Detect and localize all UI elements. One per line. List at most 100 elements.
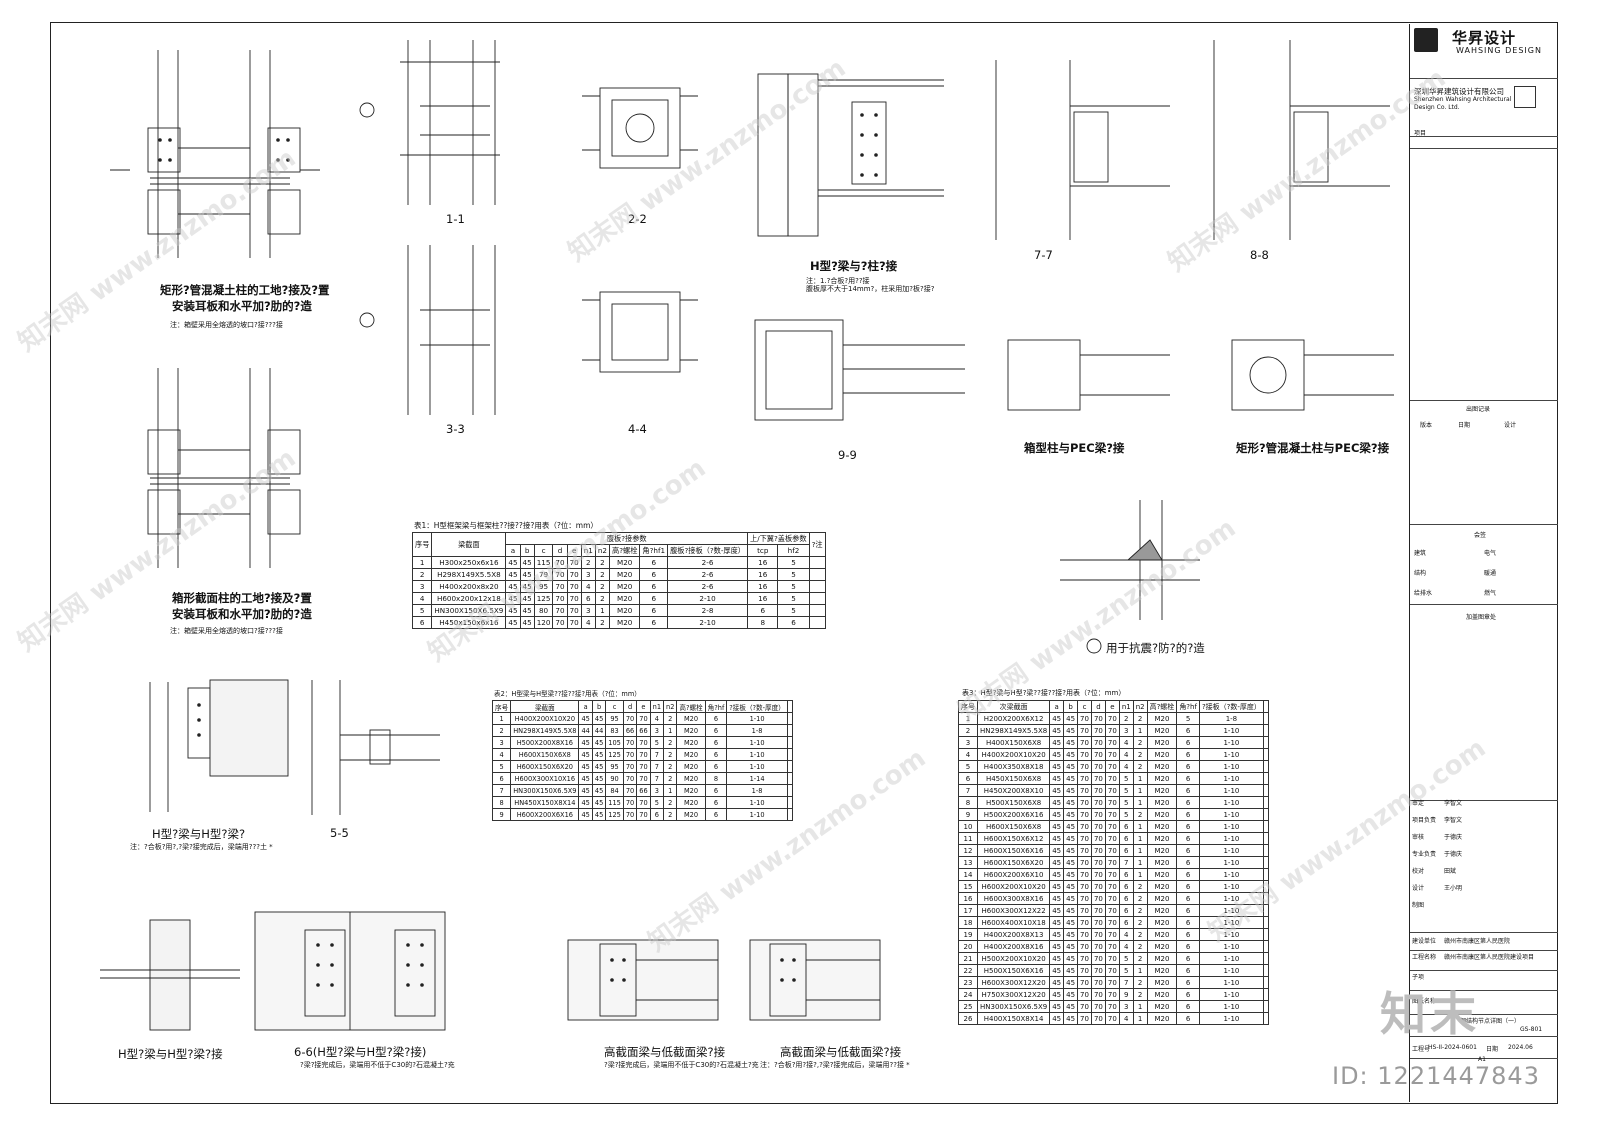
- approval-role: 专业负责: [1412, 851, 1437, 858]
- table-cell: 45: [1049, 832, 1065, 845]
- table-cell: 83: [605, 724, 624, 737]
- caption-sec-4-4: 4-4: [628, 422, 647, 436]
- table1-h-flange: 上/下翼?盖板参数: [747, 532, 810, 545]
- table-cell: 6: [1176, 1000, 1200, 1013]
- table-cell: 2: [594, 616, 611, 629]
- table-cell: [1262, 1012, 1269, 1025]
- table-cell: 70: [566, 580, 582, 593]
- table2-column-header: d: [622, 700, 638, 713]
- table-cell: 6: [958, 772, 978, 785]
- table2-column-header: n1: [649, 700, 665, 713]
- table-cell: 70: [1077, 988, 1092, 1001]
- table-cell: 45: [578, 772, 593, 785]
- table-cell: 45: [1063, 976, 1079, 989]
- table-cell: 6: [1118, 892, 1134, 905]
- table-cell: 5: [1118, 796, 1134, 809]
- table-cell: 24: [958, 988, 978, 1001]
- table-cell: 6: [1176, 844, 1200, 857]
- h-h-beam-drawing: [149, 679, 289, 812]
- table-cell: [808, 568, 826, 581]
- table-cell: 6: [1176, 952, 1200, 965]
- table-cell: 5: [1118, 808, 1134, 821]
- table-cell: 6: [1176, 1012, 1200, 1025]
- table-cell: 2: [663, 736, 678, 749]
- table-cell: 45: [578, 748, 593, 761]
- table-cell: [1262, 928, 1269, 941]
- table-cell: 70: [1077, 916, 1092, 929]
- table-cell: 6: [639, 604, 669, 617]
- table-cell: 16: [746, 592, 779, 605]
- table-cell: 6: [704, 808, 728, 821]
- table-cell: [1262, 748, 1269, 761]
- table-cell: 1-10: [1198, 832, 1264, 845]
- table-cell: 1: [411, 556, 433, 569]
- table-cell: 2: [1118, 712, 1134, 725]
- table-cell: 6: [1118, 868, 1134, 881]
- table-cell: 70: [622, 796, 638, 809]
- caption-sec-2-2: 2-2: [628, 212, 647, 226]
- table-cell: 66: [636, 784, 651, 797]
- table-cell: 4: [1118, 736, 1134, 749]
- table3-column-header: n1: [1118, 700, 1134, 713]
- table-cell: 19: [958, 928, 978, 941]
- table3-column-header: 高?螺栓: [1146, 700, 1178, 713]
- table-cell: 125: [605, 748, 624, 761]
- revision-col-version: 版本: [1420, 422, 1433, 429]
- caption-box-pec: 箱型柱与PEC梁?接: [1024, 441, 1125, 455]
- table-cell: M20: [1146, 760, 1178, 773]
- table-cell: 5: [1118, 964, 1134, 977]
- table-cell: 6: [746, 604, 779, 617]
- table-cell: 66: [622, 724, 638, 737]
- table-cell: 70: [566, 616, 582, 629]
- table-cell: 2-8: [667, 604, 748, 617]
- table-cell: 70: [1090, 988, 1106, 1001]
- table-cell: 45: [1049, 796, 1065, 809]
- table-cell: 8: [491, 796, 512, 809]
- company-full-en1: Shenzhen Wahsing Architectural: [1414, 96, 1512, 103]
- section-8-8-drawing: [1213, 40, 1390, 240]
- table-cell: 70: [1104, 808, 1120, 821]
- table-cell: 2: [663, 760, 678, 773]
- table-cell: 2-10: [667, 616, 748, 629]
- table2-column-header: 角?hf: [704, 700, 728, 713]
- table-cell: 45: [1063, 844, 1079, 857]
- corner-brand: 知末: [1380, 987, 1480, 1041]
- table-cell: 70: [636, 772, 651, 785]
- table-cell: 45: [1049, 844, 1065, 857]
- table-cell: 6: [1176, 976, 1200, 989]
- table-cell: [808, 592, 826, 605]
- caption-rect-pec: 矩形?管混凝土柱与PEC梁?接: [1236, 441, 1390, 455]
- table-cell: 45: [1063, 892, 1079, 905]
- table-cell: 6: [1176, 724, 1200, 737]
- table-cell: 6: [1176, 892, 1200, 905]
- table-cell: 4: [1118, 928, 1134, 941]
- caption-rect-site-joint-2: 安装耳板和水平加?肋的?造: [172, 299, 312, 313]
- table-cell: 70: [1077, 712, 1092, 725]
- table-cell: 70: [1077, 772, 1092, 785]
- table-cell: 70: [1077, 928, 1092, 941]
- table-cell: 5: [649, 796, 665, 809]
- table-cell: 45: [1063, 748, 1079, 761]
- table2-title: 表2：H型梁与H型梁??接??接?用表（?位：mm）: [494, 690, 641, 698]
- note-rect: 注：箱壁采用全熔透的坡口?接???接: [170, 321, 283, 329]
- table-cell: 70: [1090, 844, 1106, 857]
- table-cell: 7: [958, 784, 978, 797]
- table-cell: 8: [704, 772, 728, 785]
- table-cell: 70: [1077, 724, 1092, 737]
- table-cell: H600X150X6X8: [976, 820, 1051, 833]
- table-cell: 2: [663, 712, 678, 725]
- table-cell: [1262, 736, 1269, 749]
- table-cell: 70: [636, 808, 651, 821]
- table-cell: 1-10: [1198, 736, 1264, 749]
- drawing-frame: [50, 22, 1558, 1104]
- table-cell: 1-10: [1198, 808, 1264, 821]
- table-cell: 22: [958, 964, 978, 977]
- table-cell: M20: [1146, 964, 1178, 977]
- table-cell: 70: [1090, 1012, 1106, 1025]
- table-cell: 45: [578, 712, 593, 725]
- table-cell: 8: [958, 796, 978, 809]
- table-cell: 70: [1104, 868, 1120, 881]
- table-cell: M20: [676, 772, 706, 785]
